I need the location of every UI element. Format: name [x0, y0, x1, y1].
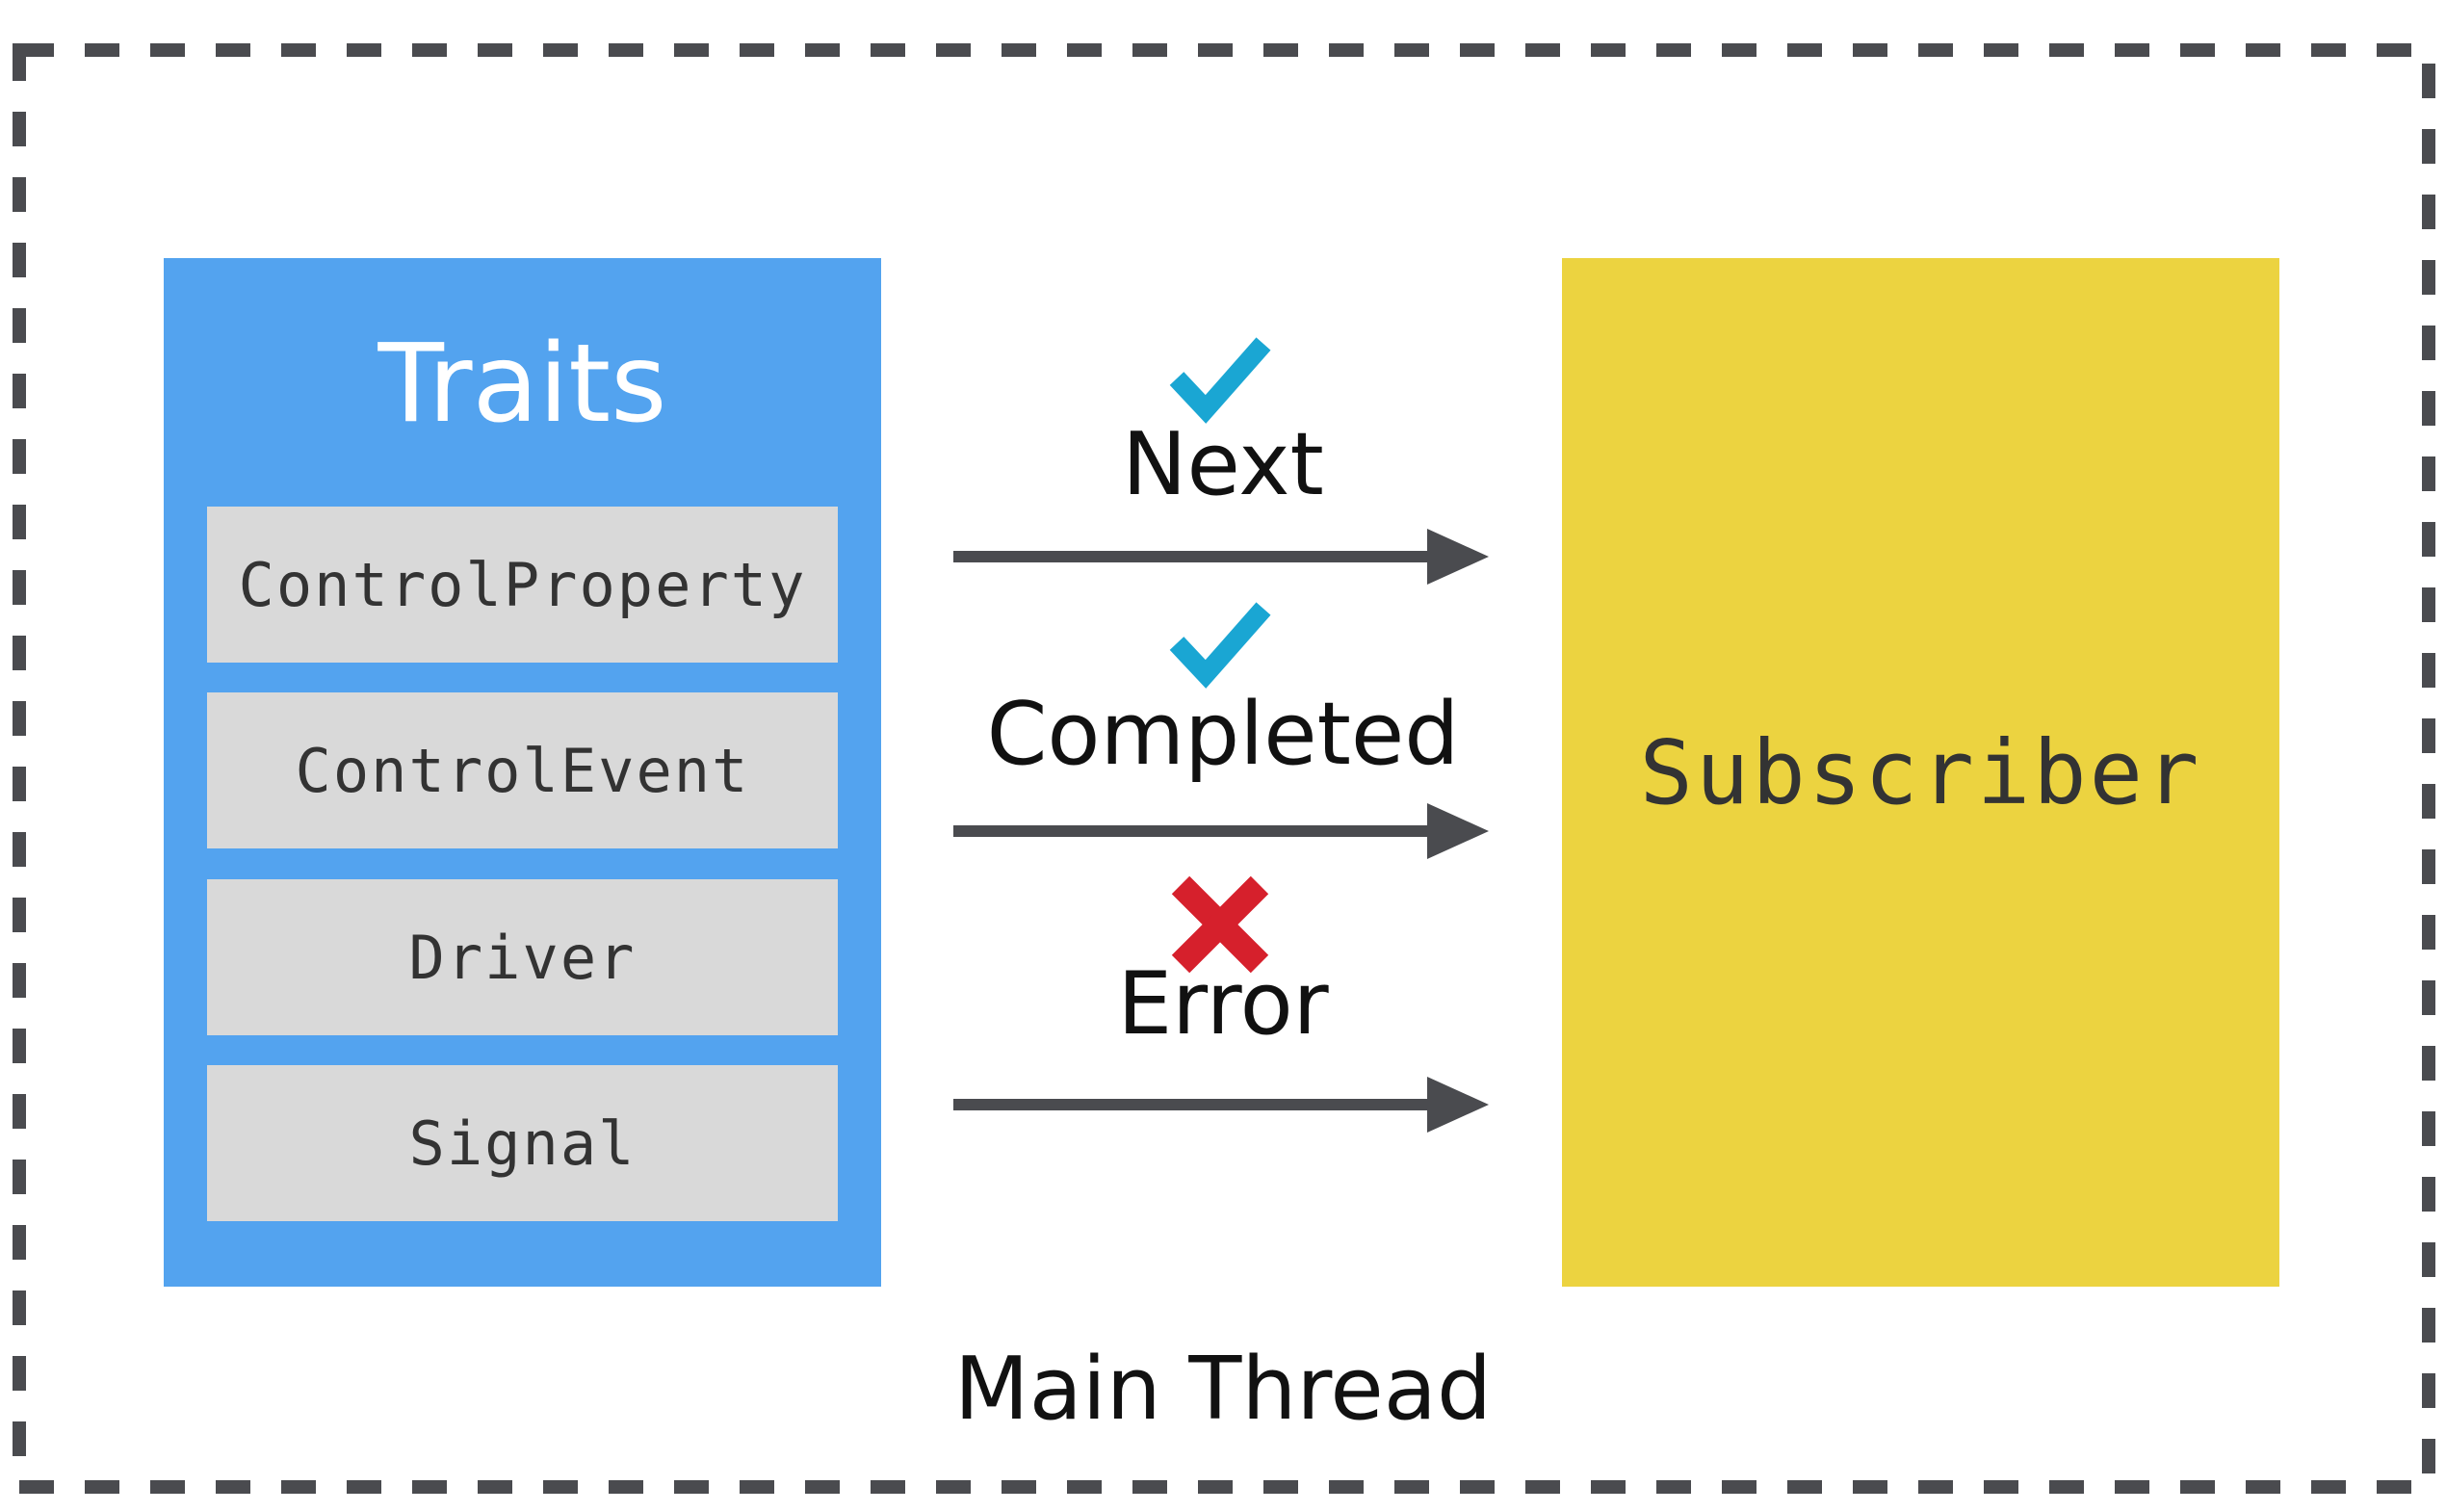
- next-checkmark-icon: [1169, 337, 1271, 424]
- trait-control-event: ControlEvent: [207, 692, 838, 848]
- error-cross-icon: [1171, 875, 1269, 974]
- traits-title: Traits: [377, 322, 667, 447]
- subscriber-label: Subscriber: [1639, 720, 2202, 824]
- error-arrow: [953, 1077, 1489, 1133]
- event-label-next: Next: [1122, 414, 1324, 515]
- event-label-completed: Completed: [986, 684, 1460, 785]
- subscriber-box: Subscriber: [1562, 258, 2279, 1287]
- completed-arrow: [953, 803, 1489, 859]
- trait-control-property: ControlProperty: [207, 507, 838, 663]
- event-label-error: Error: [1117, 953, 1329, 1055]
- trait-signal: Signal: [207, 1065, 838, 1221]
- main-thread-label: Main Thread: [953, 1339, 1493, 1440]
- trait-driver: Driver: [207, 879, 838, 1035]
- next-arrow: [953, 529, 1489, 585]
- traits-panel: Traits ControlProperty ControlEvent Driv…: [164, 258, 881, 1287]
- completed-checkmark-icon: [1169, 602, 1271, 689]
